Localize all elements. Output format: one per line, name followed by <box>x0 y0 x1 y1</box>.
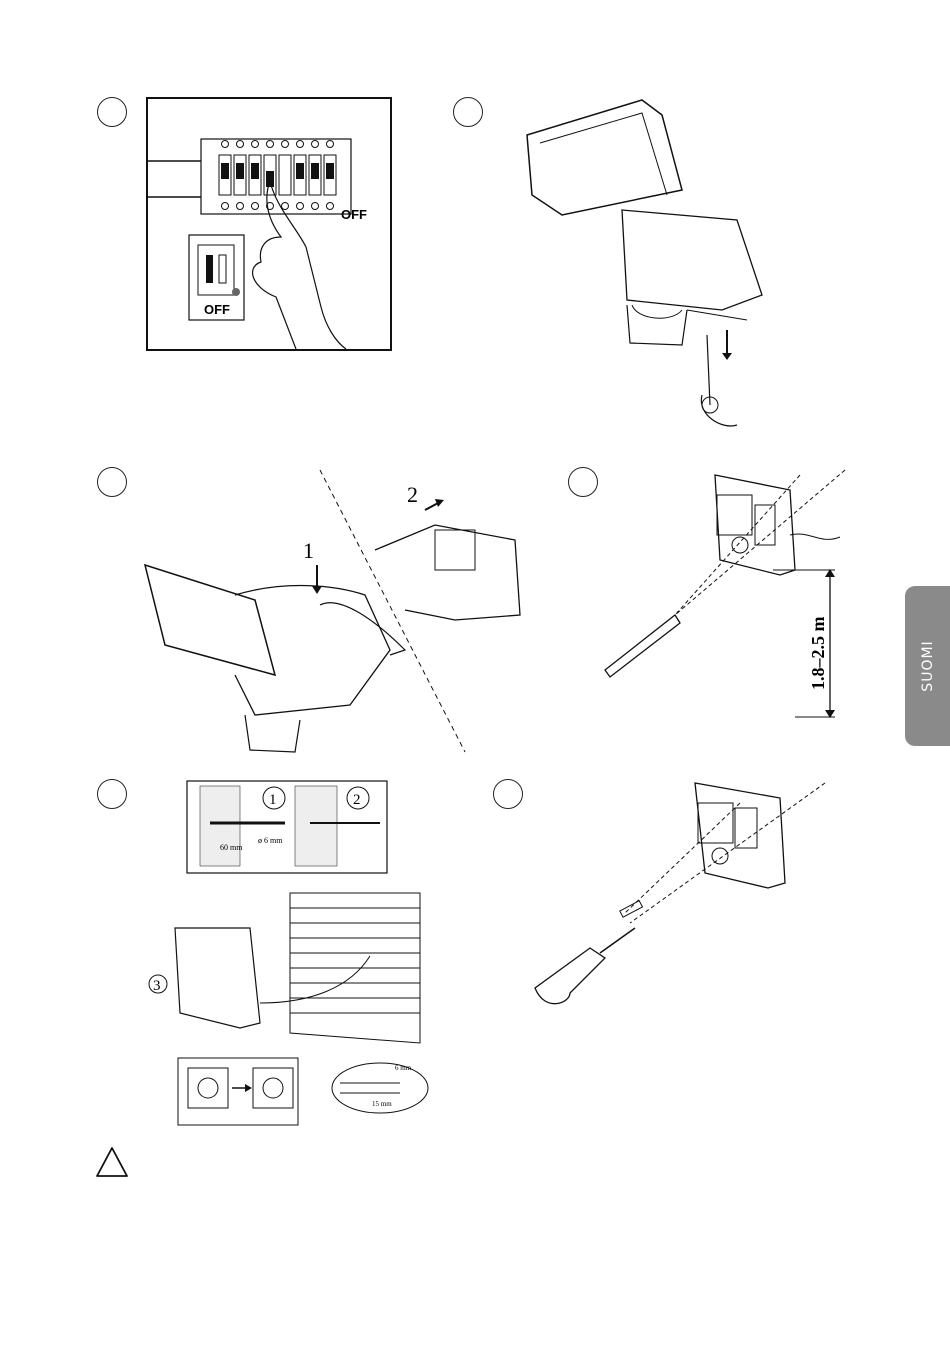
wiring-step-3-label: 3 <box>153 978 161 994</box>
mark-holes-drawing: 1.8–2.5 m <box>595 465 865 725</box>
drill-step-2-label: 2 <box>353 792 361 808</box>
step-3-circle <box>97 467 127 497</box>
step-1-circle <box>97 97 127 127</box>
strip-15mm-label: 15 mm <box>372 1100 392 1108</box>
drill-diameter-label: ø 6 mm <box>258 836 283 845</box>
mounting-height-label: 1.8–2.5 m <box>808 617 828 691</box>
step-4-illustration: 1.8–2.5 m <box>595 465 865 725</box>
breaker-panel-drawing: OFF OFF <box>146 97 392 351</box>
step-1-illustration: OFF OFF <box>146 97 392 351</box>
step-6-illustration <box>530 778 840 1018</box>
step-4-circle <box>568 467 598 497</box>
switch-off-label: OFF <box>204 302 230 317</box>
language-tab-label: SUOMI <box>920 640 936 691</box>
step-2-circle <box>453 97 483 127</box>
breaker-off-label: OFF <box>341 207 367 222</box>
step-2-illustration <box>522 95 782 440</box>
step-3-arrow-2-label: 2 <box>407 482 418 507</box>
step-3-illustration: 1 2 <box>135 470 535 755</box>
step-5-circle <box>97 779 127 809</box>
screw-base-drawing <box>530 778 840 1018</box>
language-tab: SUOMI <box>905 586 950 746</box>
step-3-arrow-1-label: 1 <box>303 538 314 563</box>
step-5-illustration: 1 2 ø 6 mm 60 mm 3 6 mm 15 mm <box>150 778 440 1128</box>
base-detach-drawing: 1 2 <box>135 470 535 755</box>
drill-step-1-label: 1 <box>269 792 277 808</box>
drill-depth-label: 60 mm <box>220 843 243 852</box>
lamp-screw-drawing <box>522 95 782 440</box>
step-6-circle <box>493 779 523 809</box>
strip-6mm-label: 6 mm <box>395 1064 412 1072</box>
drill-wiring-drawing: 1 2 ø 6 mm 60 mm 3 6 mm 15 mm <box>150 778 440 1128</box>
